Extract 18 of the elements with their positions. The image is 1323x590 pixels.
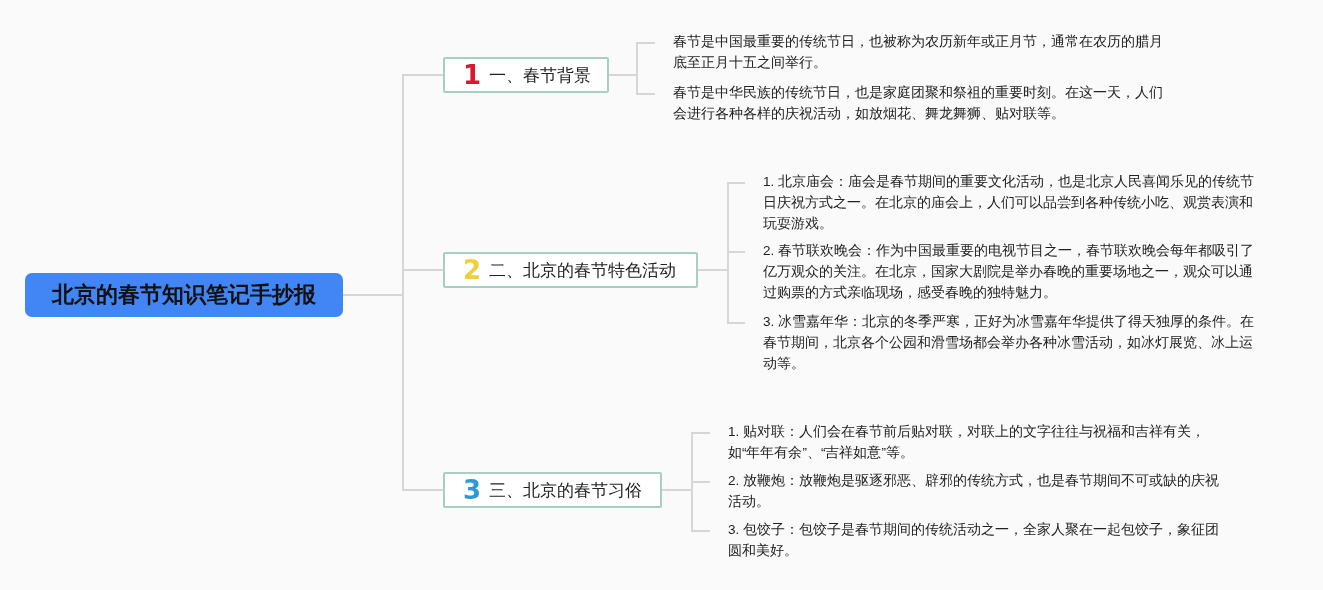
topic-title: 二、北京的春节特色活动 (489, 259, 677, 282)
topic-title: 三、北京的春节习俗 (489, 479, 643, 502)
topic-box (443, 57, 609, 93)
note-text: 春节是中华民族的传统节日，也是家庭团聚和祭祖的重要时刻。在这一天，人们会进行各种各样的庆祝活动，如放烟花、舞龙舞狮、贴对联等。 (673, 84, 1164, 123)
note-text: 1. 贴对联：人们会在春节前后贴对联，对联上的文字往往与祝福和吉祥有关，如“年年有余”、“吉祥如意”等。 (728, 423, 1206, 462)
topic-title: 一、春节背景 (489, 64, 592, 87)
title-box: 北京的春节知识笔记手抄报 (25, 273, 343, 317)
note-text: 2. 放鞭炮：放鞭炮是驱逐邪恶、辟邪的传统方式，也是春节期间不可或缺的庆祝活动。 (728, 472, 1220, 511)
section-number: 1 (463, 62, 482, 88)
note-text: 3. 冰雪嘉年华：北京的冬季严寒，正好为冰雪嘉年华提供了得天独厚的条件。在春节期间，北京各个公园和滑雪场都会举办各种冰雪活动，如冰灯展览、冰上运动等。 (763, 313, 1255, 373)
section-number: 3 (463, 477, 482, 503)
note-text: 3. 包饺子：包饺子是春节期间的传统活动之一，全家人聚在一起包饺子，象征团圆和美好。 (728, 521, 1220, 560)
note-text: 1. 北京庙会：庙会是春节期间的重要文化活动，也是北京人民喜闻乐见的传统节日庆祝方式之一。在北京的庙会上，人们可以品尝到各种传统小吃、观赏表演和玩耍游戏。 (763, 173, 1255, 233)
note-text: 2. 春节联欢晚会：作为中国最重要的电视节目之一，春节联欢晚会每年都吸引了亿万观众的关注。在北京，国家大剧院是举办春晚的重要场地之一，观众可以通过购票的方式亲临现场，感受春晚的独特魅力。 (763, 242, 1255, 302)
topic-box (443, 472, 662, 508)
topic-box (443, 252, 698, 288)
section-number: 2 (463, 257, 482, 283)
note-text: 春节是中国最重要的传统节日，也被称为农历新年或正月节，通常在农历的腊月底至正月十五之间举行。 (673, 33, 1164, 72)
